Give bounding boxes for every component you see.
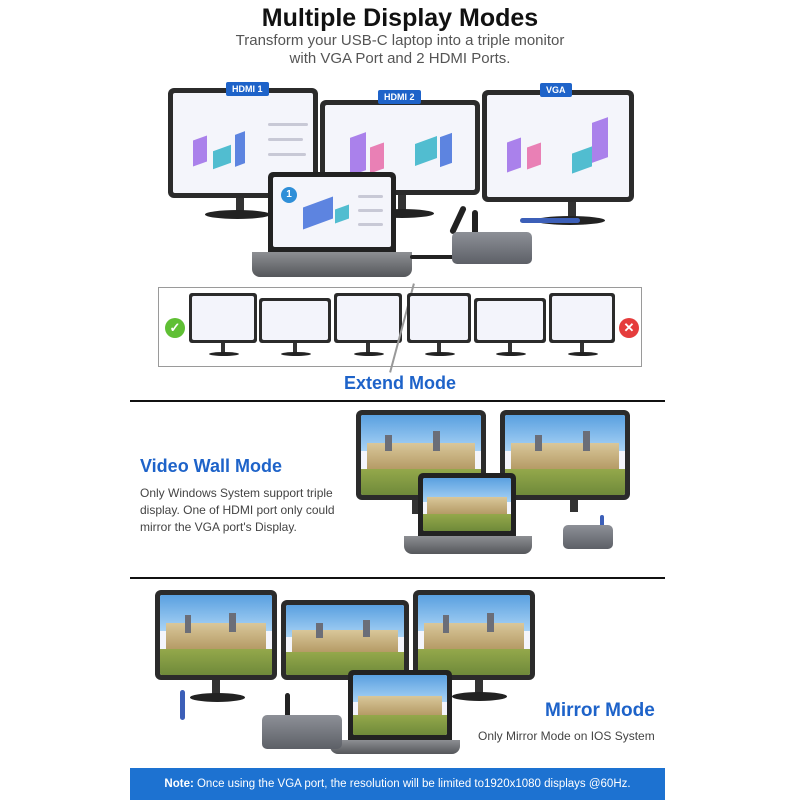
divider-1 bbox=[130, 400, 665, 402]
extend-ok-monitor-2 bbox=[259, 298, 331, 343]
extend-no-monitor-1 bbox=[407, 293, 471, 343]
monitor-hdmi1-foot bbox=[205, 210, 270, 219]
subtitle-line-1: Transform your USB-C laptop into a tripl… bbox=[235, 32, 565, 49]
wall-laptop-screen bbox=[418, 473, 516, 536]
note-label: Note: bbox=[164, 778, 194, 790]
mirror-monitor-left-foot bbox=[190, 693, 245, 702]
note-text: Once using the VGA port, the resolution … bbox=[193, 778, 631, 790]
monitor-vga-stand bbox=[568, 202, 576, 220]
top-laptop-screen: 1 bbox=[268, 172, 396, 252]
mirror-vga-cable bbox=[180, 690, 185, 720]
monitor-hdmi1 bbox=[168, 88, 318, 198]
note-bar: Note: Once using the VGA port, the resol… bbox=[130, 768, 665, 800]
mirror-hdmi-cable bbox=[285, 693, 290, 718]
wall-laptop-base bbox=[404, 536, 532, 554]
page-title: Multiple Display Modes bbox=[261, 4, 539, 32]
monitor-hdmi2-stand bbox=[398, 195, 406, 213]
extend-no-monitor-3 bbox=[549, 293, 615, 343]
hdmi-cable-2 bbox=[472, 210, 478, 238]
wall-monitor-right-stand bbox=[570, 500, 578, 512]
extend-ok-monitor-1 bbox=[189, 293, 257, 343]
video-wall-desc: Only Windows System support triple displ… bbox=[140, 485, 335, 536]
wall-monitor-left-stand bbox=[412, 500, 420, 514]
mirror-monitor-right bbox=[413, 590, 535, 680]
top-usb-c-hub bbox=[452, 232, 532, 264]
mirror-mode-desc: Only Mirror Mode on IOS System bbox=[478, 729, 655, 743]
top-laptop-base bbox=[252, 252, 412, 277]
extend-comparison-strip: ✓ ✕ bbox=[158, 283, 642, 373]
monitor-vga-screen bbox=[487, 95, 629, 197]
hdmi-cable-1 bbox=[448, 205, 468, 235]
port-label-vga: VGA bbox=[540, 83, 572, 97]
wall-monitor-right bbox=[500, 410, 630, 500]
usb-c-cable bbox=[410, 255, 455, 259]
top-laptop-display: 1 bbox=[273, 177, 391, 247]
mirror-usb-c-hub bbox=[262, 715, 342, 749]
wall-usb-c-hub bbox=[563, 525, 613, 549]
page-subtitle: Transform your USB-C laptop into a tripl… bbox=[0, 32, 800, 68]
vga-cable bbox=[520, 218, 580, 223]
port-label-hdmi2: HDMI 2 bbox=[378, 90, 421, 104]
video-wall-desc-3: mirror the VGA port's Display. bbox=[140, 520, 297, 534]
extend-ok-monitor-3 bbox=[334, 293, 402, 343]
mirror-monitor-right-foot bbox=[452, 692, 507, 701]
mirror-mode-title: Mirror Mode bbox=[545, 700, 655, 721]
monitor-hdmi2-foot bbox=[370, 209, 434, 218]
monitor-hdmi1-stand bbox=[236, 198, 244, 214]
monitor-vga bbox=[482, 90, 634, 202]
subtitle-line-2: with VGA Port and 2 HDMI Ports. bbox=[289, 50, 511, 67]
mirror-monitor-left-stand bbox=[212, 680, 220, 696]
mirror-laptop-base bbox=[330, 740, 460, 754]
mirror-laptop-screen bbox=[348, 670, 452, 740]
cross-icon: ✕ bbox=[619, 318, 639, 338]
video-wall-desc-1: Only Windows System support triple bbox=[140, 486, 333, 500]
extend-mode-title: Extend Mode bbox=[343, 373, 456, 393]
divider-2 bbox=[130, 577, 665, 579]
port-label-hdmi1: HDMI 1 bbox=[226, 82, 269, 96]
video-wall-title: Video Wall Mode bbox=[140, 456, 283, 476]
video-wall-desc-2: display. One of HDMI port only could bbox=[140, 503, 335, 517]
mirror-monitor-right-stand bbox=[475, 680, 483, 694]
laptop-badge: 1 bbox=[281, 187, 297, 203]
extend-no-monitor-2 bbox=[474, 298, 546, 343]
check-icon: ✓ bbox=[165, 318, 185, 338]
mirror-monitor-left bbox=[155, 590, 277, 680]
mirror-monitor-center bbox=[281, 600, 409, 680]
